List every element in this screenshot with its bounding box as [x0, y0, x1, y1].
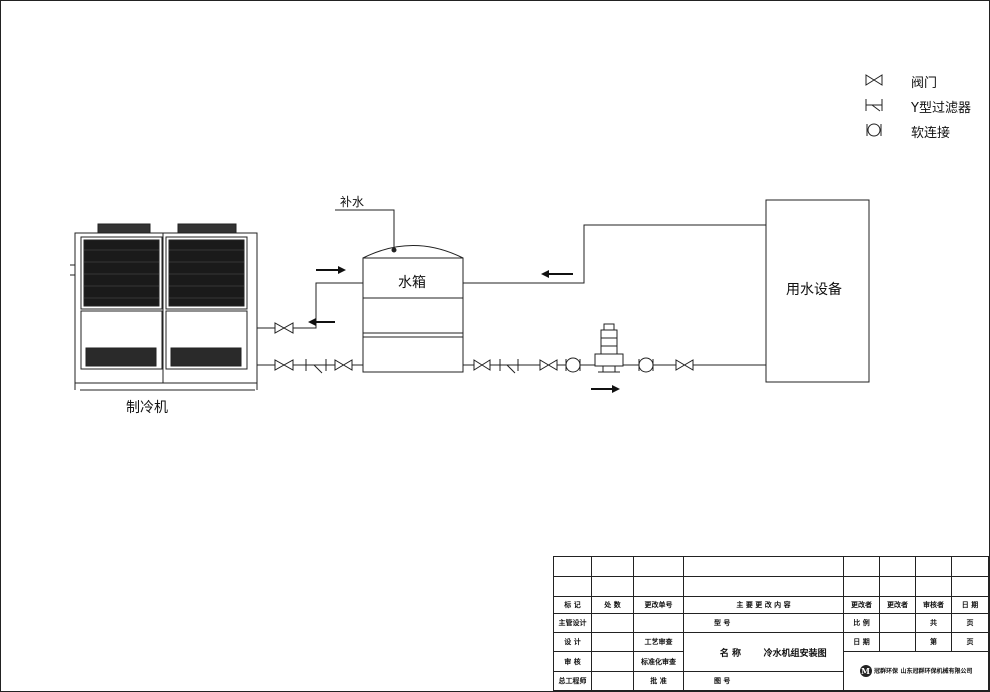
approve-label: 批 准 — [633, 671, 684, 691]
chiller-grille-lines — [84, 249, 244, 299]
flow-arrows — [308, 266, 620, 393]
date-label: 日 期 — [843, 632, 880, 652]
drawing-no-label: 图 号 — [683, 671, 844, 691]
chiller-label: 制冷机 — [126, 400, 168, 416]
process-review-label: 工艺审查 — [633, 632, 684, 652]
col-mark: 标 记 — [553, 596, 592, 614]
col-reviewer: 审核者 — [915, 596, 952, 614]
col-date: 日 期 — [951, 596, 989, 614]
logo-text: 冠群环保 — [873, 668, 898, 675]
total-label: 共 — [915, 613, 952, 633]
drawing-name: 名 称 冷水机组安装图 — [683, 632, 844, 672]
company-logo-icon: M — [859, 665, 872, 677]
review-label: 审 核 — [553, 651, 592, 672]
y-filter-symbols — [305, 99, 883, 374]
legend-y-filter-label: Y型过滤器 — [911, 101, 971, 116]
sheet-label: 第 — [915, 632, 952, 652]
pump-symbol — [594, 323, 624, 373]
drawing-name-value: 冷水机组安装图 — [763, 648, 827, 659]
main-design-label: 主管设计 — [553, 613, 592, 633]
col-change-no: 更改单号 — [633, 596, 684, 614]
valve-symbols — [274, 74, 883, 371]
water-equipment-box — [765, 199, 870, 383]
sheet-page-label: 页 — [951, 632, 989, 652]
total-page-label: 页 — [951, 613, 989, 633]
scale-label: 比 例 — [843, 613, 880, 633]
col-content: 主 要 更 改 内 容 — [683, 596, 844, 614]
col-changer: 更改者 — [843, 596, 880, 614]
water-tank-label: 水箱 — [398, 275, 426, 291]
chiller-unit — [70, 223, 258, 391]
company-cell: M 冠群环保 山东冠群环保机械有限公司 — [843, 651, 989, 691]
revision-header-row: 标 记 处 数 更改单号 主 要 更 改 内 容 更改者 更改者 审核者 日 期 — [553, 596, 989, 614]
water-equipment-label: 用水设备 — [786, 282, 842, 298]
water-tank — [362, 245, 464, 373]
model-label: 型 号 — [683, 613, 844, 633]
company-name: 山东冠群环保机械有限公司 — [900, 668, 973, 675]
name-label: 名 称 — [719, 648, 741, 659]
col-count: 处 数 — [591, 596, 634, 614]
col-changer-2: 更改者 — [879, 596, 916, 614]
legend-flex-joint-label: 软连接 — [911, 126, 951, 141]
design-label: 设 计 — [553, 632, 592, 652]
title-block: 标 记 处 数 更改单号 主 要 更 改 内 容 更改者 更改者 审核者 日 期… — [553, 556, 989, 691]
chief-engineer-label: 总工程师 — [553, 671, 592, 691]
standard-review-label: 标准化审查 — [633, 651, 684, 672]
makeup-water-label: 补水 — [340, 195, 365, 209]
legend-valve-label: 阀门 — [911, 76, 938, 91]
flex-joint-symbols — [565, 123, 882, 373]
pipes — [257, 209, 766, 366]
